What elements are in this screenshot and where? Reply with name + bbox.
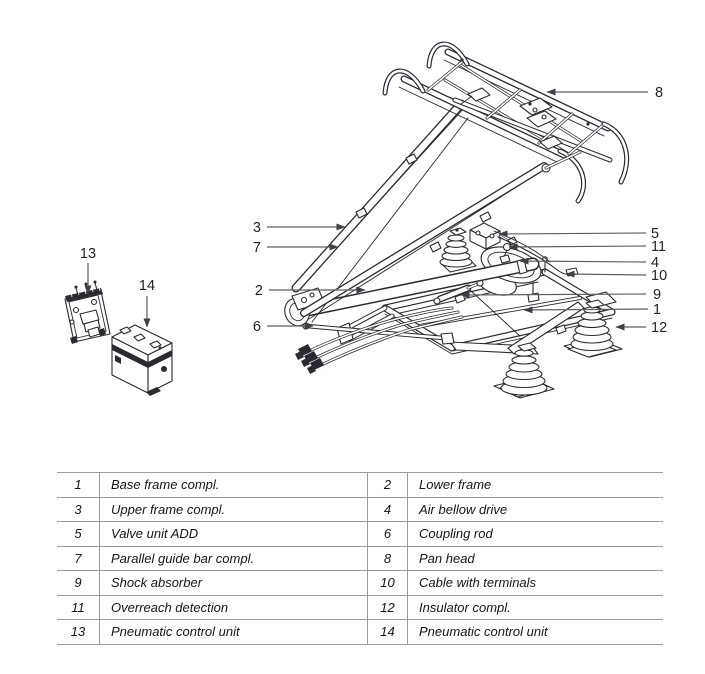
table-row: 7 Parallel guide bar compl. 8 Pan head	[57, 546, 663, 571]
part-number-cell: 6	[367, 522, 408, 546]
leader-4	[519, 257, 647, 265]
drawing-svg: 8 3 7 2 6 5 11 4 10 9 1 12 13 14	[64, 41, 667, 399]
part-number-cell: 2	[367, 473, 408, 497]
pan-head-drawing	[382, 41, 630, 204]
insulator-bottom-drawing	[493, 342, 555, 399]
part-desc-cell: Lower frame	[419, 477, 492, 493]
part-number-cell: 7	[57, 546, 100, 570]
shock-absorber-drawing	[433, 279, 484, 305]
callout-control-unit-14: 14	[139, 278, 155, 294]
part-number-cell: 10	[367, 571, 408, 595]
callout-valve-unit: 5	[651, 226, 659, 242]
part-desc-cell: Cable with terminals	[419, 575, 537, 591]
leader-10	[565, 270, 647, 278]
part-number-cell: 12	[367, 595, 408, 619]
part-number-cell: 13	[57, 620, 100, 644]
part-number-cell: 8	[367, 546, 408, 570]
part-number-cell: 1	[57, 473, 100, 497]
part-desc-cell: Pneumatic control unit	[419, 624, 548, 640]
leader-1	[523, 306, 649, 314]
control-unit-14-drawing	[111, 324, 173, 396]
part-number-cell: 9	[57, 571, 100, 595]
part-desc-cell: Shock absorber	[111, 575, 203, 591]
callout-pan-head: 8	[655, 85, 663, 101]
part-number-cell: 11	[57, 595, 100, 619]
table-row: 1 Base frame compl. 2 Lower frame	[57, 473, 663, 498]
upper-frame-drawing	[291, 99, 551, 323]
callout-coupling-rod: 6	[253, 319, 261, 335]
leader-11	[508, 243, 647, 251]
hoses-drawing	[295, 306, 464, 374]
callout-air-bellow-drive: 4	[651, 255, 659, 271]
leader-9	[460, 291, 647, 299]
part-desc-cell: Valve unit ADD	[111, 526, 199, 542]
table-row: 9 Shock absorber 10 Cable with terminals	[57, 571, 663, 596]
part-number-cell: 5	[57, 522, 100, 546]
part-desc-cell: Overreach detection	[111, 599, 229, 615]
part-desc-cell: Parallel guide bar compl.	[111, 550, 255, 566]
leader-5	[498, 230, 647, 238]
part-desc-cell: Base frame compl.	[111, 477, 220, 493]
leader-lines	[84, 88, 649, 331]
callout-lower-frame: 2	[255, 283, 263, 299]
callout-shock-absorber: 9	[653, 287, 661, 303]
parts-table: 1 Base frame compl. 2 Lower frame 3 Uppe…	[57, 472, 663, 645]
callout-cable: 10	[651, 268, 667, 284]
insulator-right-drawing	[563, 299, 623, 358]
part-desc-cell: Pan head	[419, 550, 475, 566]
part-desc-cell: Insulator compl.	[419, 599, 511, 615]
part-desc-cell: Upper frame compl.	[111, 501, 226, 517]
callout-control-unit-13: 13	[80, 246, 96, 262]
part-desc-cell: Air bellow drive	[419, 501, 508, 517]
callout-parallel-guide-bar: 7	[253, 240, 261, 256]
lower-frame-drawing	[284, 257, 540, 327]
part-desc-cell: Pneumatic control unit	[111, 624, 240, 640]
callout-insulator: 12	[651, 320, 667, 336]
callout-base-frame: 1	[653, 302, 661, 318]
part-desc-cell: Coupling rod	[419, 526, 493, 542]
part-number-cell: 3	[57, 497, 100, 521]
part-number-cell: 4	[367, 497, 408, 521]
table-row: 3 Upper frame compl. 4 Air bellow drive	[57, 497, 663, 522]
pantograph-figure: 8 3 7 2 6 5 11 4 10 9 1 12 13 14	[64, 41, 667, 399]
callout-overreach-detection: 11	[651, 239, 666, 255]
part-number-cell: 14	[367, 620, 408, 644]
callout-labels: 8 3 7 2 6 5 11 4 10 9 1 12 13 14	[80, 85, 667, 336]
insulator-center-drawing	[439, 227, 477, 273]
table-row: 5 Valve unit ADD 6 Coupling rod	[57, 522, 663, 547]
callout-upper-frame: 3	[253, 220, 261, 236]
control-unit-13-drawing	[64, 280, 111, 344]
table-row: 13 Pneumatic control unit 14 Pneumatic c…	[57, 620, 663, 645]
table-row: 11 Overreach detection 12 Insulator comp…	[57, 595, 663, 620]
